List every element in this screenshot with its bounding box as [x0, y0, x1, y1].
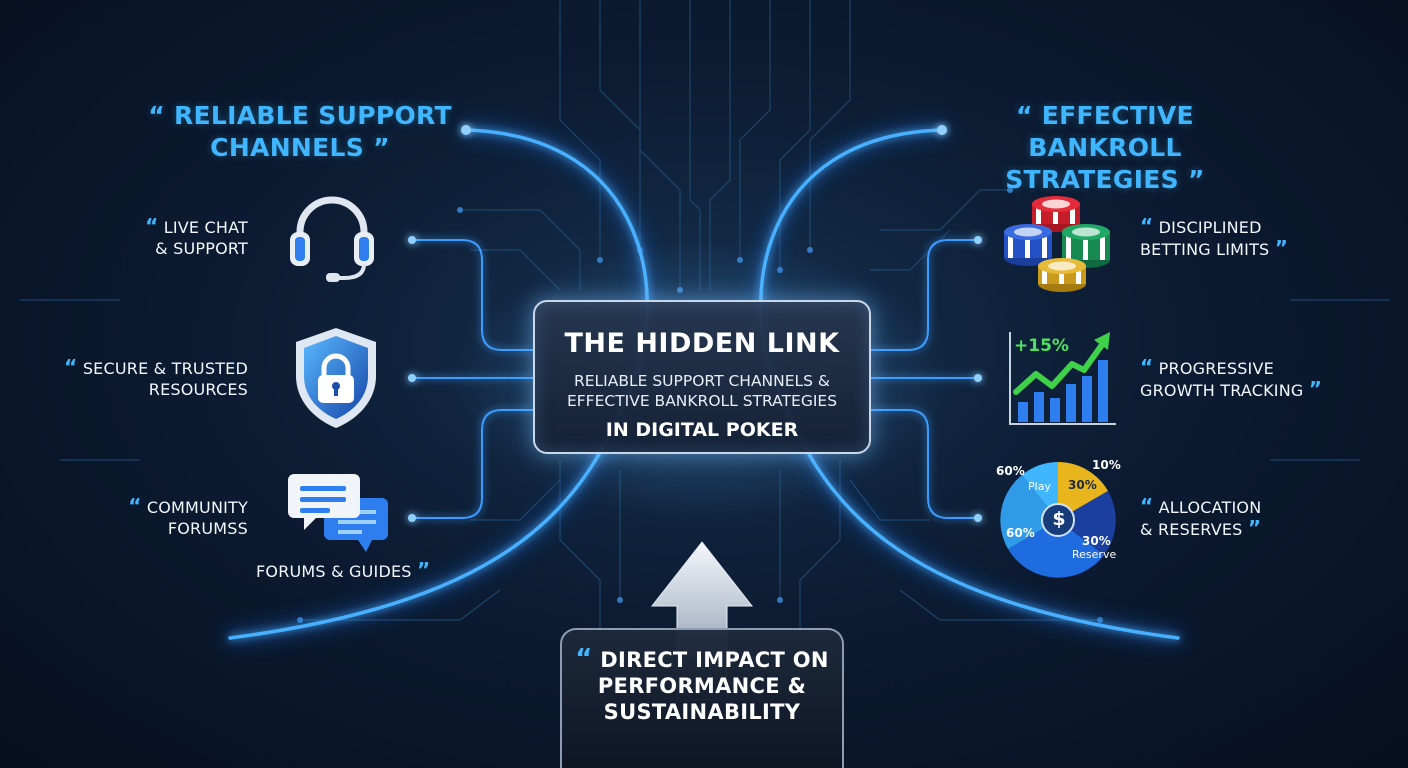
right-heading-close-quote: ” — [1188, 165, 1205, 194]
right-item-line1: DISCIPLINED — [1158, 218, 1262, 237]
right-item-open-quote: “ — [1140, 355, 1154, 379]
pie-label-30a: 30% — [1068, 478, 1097, 492]
headset-icon — [290, 196, 374, 282]
right-heading-line2: STRATEGIES — [1005, 165, 1179, 194]
impact-line2: PERFORMANCE & — [597, 674, 807, 698]
growth-chart-icon: +15% — [1008, 330, 1118, 426]
left-heading-line1: RELIABLE SUPPORT — [173, 101, 452, 130]
left-item-open-quote: “ — [128, 494, 142, 518]
left-item-line1: LIVE CHAT — [163, 218, 248, 237]
right-item-line2: & RESERVES — [1140, 520, 1243, 539]
right-item-close-quote: ” — [1247, 516, 1262, 540]
center-subtitle-line2: EFFECTIVE BANKROLL STRATEGIES — [566, 392, 838, 410]
right-heading: “ EFFECTIVE BANKROLL STRATEGIES ” — [940, 100, 1270, 196]
left-item-line1: COMMUNITY — [146, 498, 248, 517]
left-item-line2: RESOURCES — [148, 380, 248, 399]
right-item-line1: ALLOCATION — [1158, 498, 1262, 517]
impact-line3: SUSTAINABILITY — [603, 700, 801, 724]
pie-label-30b: 30% — [1082, 534, 1111, 548]
growth-chart-graphic — [1009, 332, 1116, 425]
right-heading-open-quote: “ — [1016, 101, 1033, 130]
right-item-close-quote: ” — [1308, 377, 1323, 401]
left-connector-dots — [408, 125, 471, 522]
poker-chips-icon — [1004, 196, 1110, 292]
right-item-close-quote: ” — [1274, 236, 1289, 260]
forums-guides-caption: FORUMS & GUIDES ” — [256, 560, 456, 582]
pie-label-play: Play — [1028, 480, 1051, 493]
center-footer: IN DIGITAL POKER — [605, 419, 799, 441]
right-item-open-quote: “ — [1140, 214, 1154, 238]
circuit-traces — [20, 0, 1390, 640]
left-item-line2: & SUPPORT — [155, 239, 248, 258]
center-hidden-link-box: THE HIDDEN LINK RELIABLE SUPPORT CHANNEL… — [533, 300, 871, 454]
left-heading-line2: CHANNELS — [210, 133, 365, 162]
right-item-line2: BETTING LIMITS — [1140, 240, 1270, 259]
shield-lock-icon — [296, 328, 376, 428]
forums-caption-close-quote: ” — [416, 558, 431, 582]
left-item-secure-resources: “ SECURE & TRUSTED RESOURCES — [40, 357, 248, 400]
pie-chart-graphic — [1000, 462, 1116, 578]
left-heading-close-quote: ” — [373, 133, 390, 162]
right-item-line1: PROGRESSIVE — [1158, 359, 1274, 378]
forums-caption-text: FORUMS & GUIDES — [256, 562, 412, 581]
left-item-line2: FORUMSS — [167, 519, 248, 538]
pie-chart-icon: 60% 10% Play 30% 60% 30% Reserve $ — [996, 458, 1122, 582]
pie-label-top-right: 10% — [1092, 458, 1121, 472]
left-item-line1: SECURE & TRUSTED — [82, 359, 248, 378]
pie-currency-symbol: $ — [1052, 508, 1066, 530]
growth-chart-label: +15% — [1014, 336, 1069, 356]
left-item-open-quote: “ — [64, 355, 78, 379]
left-item-live-chat: “ LIVE CHAT & SUPPORT — [60, 216, 248, 259]
right-item-growth-tracking: “ PROGRESSIVE GROWTH TRACKING ” — [1140, 357, 1370, 401]
right-item-line2: GROWTH TRACKING — [1140, 381, 1304, 400]
impact-open-quote: “ — [575, 644, 593, 674]
right-item-betting-limits: “ DISCIPLINED BETTING LIMITS ” — [1140, 216, 1360, 260]
pie-label-top-left: 60% — [996, 464, 1025, 478]
center-title: THE HIDDEN LINK — [564, 328, 840, 359]
pie-label-left: 60% — [1006, 526, 1035, 540]
right-heading-line1: EFFECTIVE BANKROLL — [1028, 101, 1194, 162]
impact-text: “ DIRECT IMPACT ON PERFORMANCE & SUSTAIN… — [562, 646, 842, 725]
chat-bubbles-icon — [288, 474, 388, 552]
right-item-open-quote: “ — [1140, 494, 1154, 518]
left-heading: “ RELIABLE SUPPORT CHANNELS ” — [140, 100, 460, 164]
right-item-allocation-reserves: “ ALLOCATION & RESERVES ” — [1140, 496, 1360, 540]
impact-line1: DIRECT IMPACT ON — [600, 648, 829, 672]
impact-box: “ DIRECT IMPACT ON PERFORMANCE & SUSTAIN… — [560, 628, 844, 768]
left-heading-open-quote: “ — [148, 101, 165, 130]
left-item-community-forums: “ COMMUNITY FORUMSS — [60, 496, 248, 539]
right-connector-dots — [937, 125, 982, 522]
pie-label-reserve: Reserve — [1072, 548, 1117, 561]
center-subtitle-line1: RELIABLE SUPPORT CHANNELS & — [573, 372, 831, 390]
left-item-open-quote: “ — [145, 214, 159, 238]
